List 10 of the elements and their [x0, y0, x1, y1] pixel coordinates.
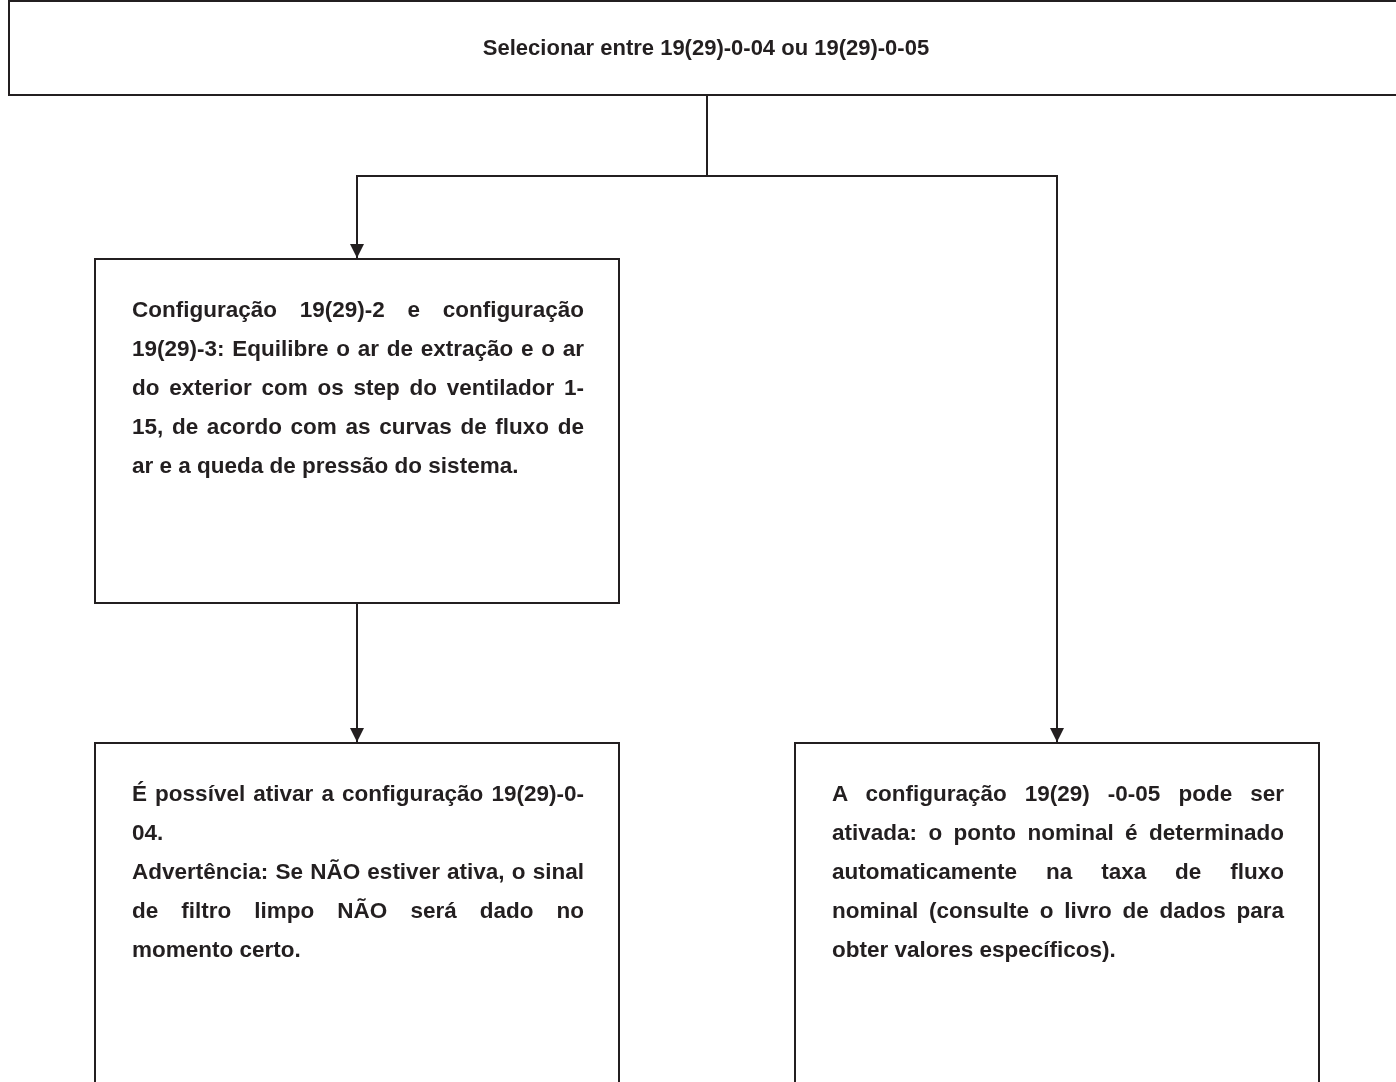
box-text: Selecionar entre 19(29)-0-04 ou 19(29)-0-05 [482, 34, 930, 62]
process-box [8, 0, 1396, 96]
box-text: Advertência: Se NÃO estiver ativa, o sinal de filtro limpo NÃO será dado no momento certo. [132, 858, 584, 964]
box-text: Configuração 19(29)-2 e configuração 19(29)-3: Equilibre o ar de extração e o ar do exterior com os step do ventilador 1-15, de acordo com as curvas de fluxo de ar e a queda de pressão do sistema. [132, 296, 584, 480]
process-box [94, 742, 620, 1082]
arrow [350, 603, 364, 743]
process-box [94, 258, 620, 604]
box-text: A configuração 19(29) -0-05 pode ser ativada: o ponto nominal é determinado automaticamente na taxa de fluxo nominal (consulte o livro de dados para obter valores específicos). [832, 780, 1284, 964]
process-box [794, 742, 1320, 1082]
box-text: É possível ativar a configuração 19(29)-0-04. [132, 780, 584, 847]
